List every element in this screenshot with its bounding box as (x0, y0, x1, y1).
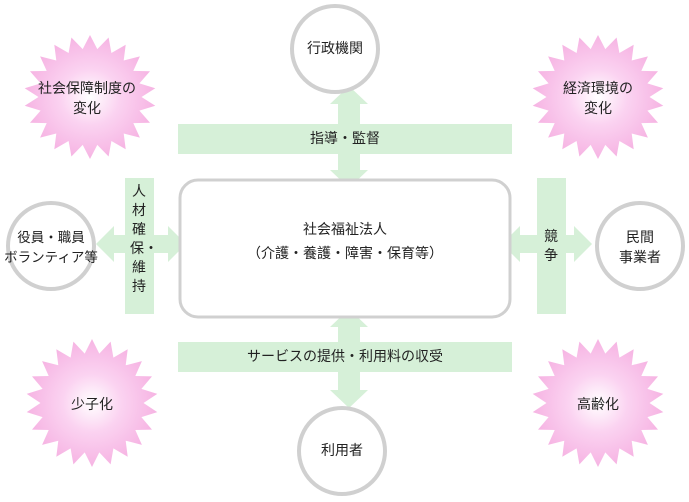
circles (6, 4, 685, 496)
starbursts (24, 35, 664, 467)
burst-top-right-label: 経済環境の 変化 (563, 81, 633, 117)
arrow-top-label: 指導・監督 (310, 131, 380, 147)
arrows (96, 86, 592, 408)
circle-right-label: 民間 事業者 (619, 230, 661, 266)
burst-bottom-left (26, 339, 158, 467)
circle-bottom-label: 利用者 (321, 443, 363, 459)
circle-left (6, 201, 96, 291)
circle-top-label: 行政機関 (307, 41, 363, 57)
center-subtitle: （介護・養護・障害・保育等） (247, 246, 443, 262)
arrow-top-band (178, 124, 512, 154)
burst-bottom-right-label: 高齢化 (577, 397, 619, 413)
arrow-bottom-band (178, 342, 512, 372)
burst-bottom-left-label: 少子化 (71, 397, 113, 413)
circle-right (595, 201, 685, 291)
arrow-left-label: 人材確保・維持 (130, 184, 158, 295)
arrow-bottom-label: サービスの提供・利用料の収受 (247, 349, 443, 365)
burst-top-left (24, 35, 156, 159)
circle-left-label: 役員・職員 ボランティア等 (4, 230, 98, 266)
center-title: 社会福祉法人 (303, 222, 387, 238)
arrow-left-band (125, 178, 154, 314)
burst-top-left-label: 社会保障制度の 変化 (38, 81, 136, 117)
arrow-right-band (537, 178, 566, 314)
burst-bottom-right (532, 339, 664, 467)
circle-bottom (297, 406, 387, 496)
burst-top-right (532, 35, 664, 159)
arrow-right-label: 競争 (544, 229, 558, 264)
circle-top (290, 4, 380, 94)
center-box (178, 178, 512, 319)
